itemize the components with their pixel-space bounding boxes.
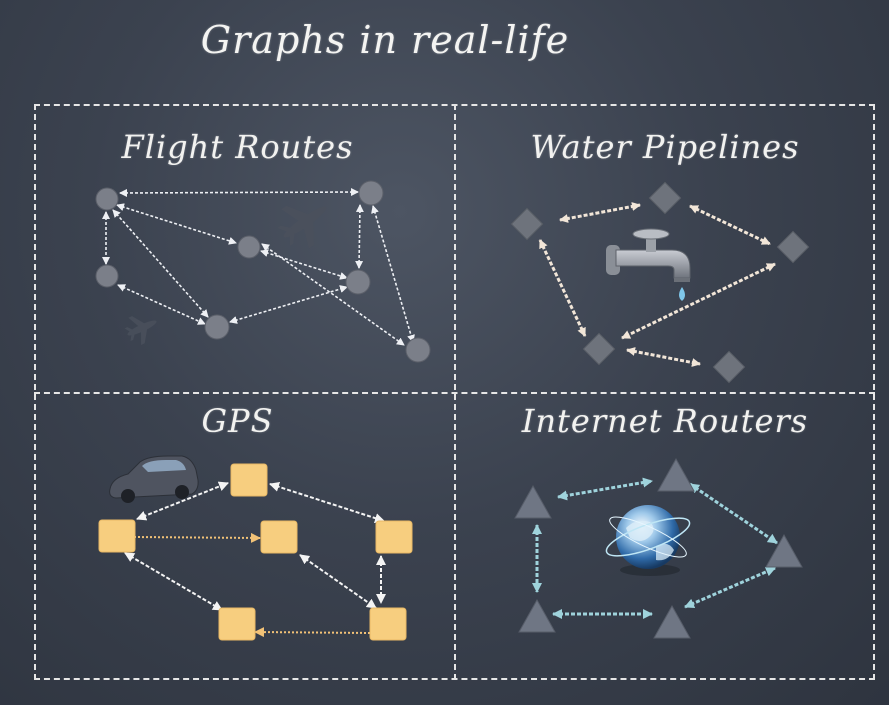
gps-edge (136, 481, 229, 521)
internet-routers-graph (514, 457, 803, 639)
flight-node (345, 269, 371, 295)
flight-routes-graph (95, 180, 431, 363)
gps-node (218, 607, 256, 641)
flight-node (237, 235, 261, 259)
router-node (518, 598, 556, 633)
router-edge (557, 477, 653, 501)
flight-edge (261, 243, 405, 346)
gps-graph (98, 455, 413, 641)
gps-dotted-edge (254, 627, 371, 638)
water-node (776, 230, 810, 264)
router-node (653, 604, 691, 639)
flight-node (95, 264, 119, 288)
airplane-icon (124, 316, 157, 345)
page-title: Graphs in real-life (200, 18, 570, 62)
router-node (765, 533, 803, 568)
water-node (582, 332, 616, 366)
airplane-icon (277, 205, 327, 249)
flight-node (358, 180, 384, 206)
water-edge (621, 262, 776, 340)
flight-edge (112, 209, 209, 318)
faucet-icon (606, 228, 691, 301)
gps-edge (269, 482, 385, 523)
gps-node (230, 463, 268, 497)
water-node (712, 350, 746, 384)
gps-node (98, 519, 136, 553)
flight-node (405, 337, 431, 363)
horizontal-divider (34, 392, 875, 394)
flight-node (95, 187, 119, 211)
flight-edge (119, 188, 359, 197)
water-edge (559, 202, 641, 223)
flight-edge (117, 284, 206, 325)
globe-icon (605, 505, 691, 576)
router-node (657, 457, 695, 492)
water-pipelines-graph (510, 181, 810, 384)
gps-node (375, 520, 413, 554)
gps-node (369, 607, 407, 641)
gps-node (260, 520, 298, 554)
car-icon (109, 455, 199, 503)
internet-routers-label: Internet Routers (521, 402, 809, 440)
flight-edge (116, 203, 237, 245)
gps-dotted-edge (133, 532, 261, 543)
water-node (648, 181, 682, 215)
flight-node (204, 314, 230, 340)
gps-label: GPS (201, 402, 274, 440)
water-edge (626, 347, 701, 367)
router-edge (684, 566, 776, 609)
water-node (510, 207, 544, 241)
flight-edge (371, 205, 415, 343)
water-pipelines-label: Water Pipelines (530, 128, 800, 166)
router-edge (689, 482, 778, 545)
gps-edge (299, 554, 377, 609)
water-edge (538, 239, 587, 337)
flight-routes-label: Flight Routes (121, 128, 354, 166)
flight-edge (355, 204, 364, 269)
water-edge (689, 204, 771, 246)
gps-edge (124, 552, 223, 611)
router-node (514, 484, 552, 519)
